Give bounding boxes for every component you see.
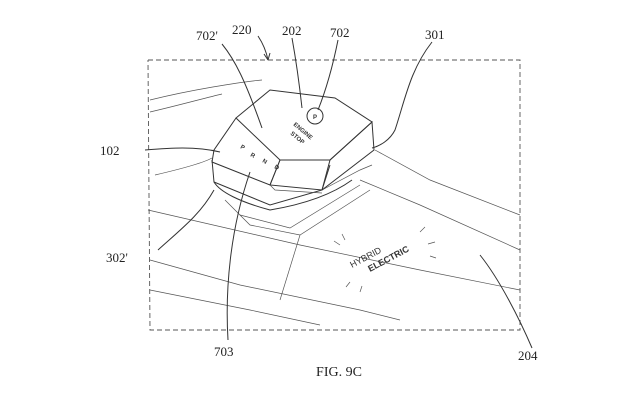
ref-202: 202 [282,23,302,38]
ref-220: 220 [232,22,252,37]
ref-702: 702 [330,25,350,40]
gear-n: N [261,158,268,165]
shift-knob-220[interactable] [211,89,375,194]
ref-703: 703 [214,344,234,359]
ref-102: 102 [100,143,120,158]
ref-302-prime: 302' [106,250,128,265]
knob-base [211,159,373,211]
figure-caption: FIG. 9C [316,365,362,380]
park-symbol: P [313,115,317,121]
dashed-frame [147,59,521,331]
ref-301: 301 [425,27,445,42]
console-surface [147,79,521,326]
gear-d: D [273,164,280,172]
gear-p: P [239,144,245,151]
gear-r: R [249,152,256,160]
ref-702-prime: 702' [196,28,218,43]
leader-lines [144,35,533,349]
engine-stop-button[interactable]: P [306,107,324,125]
mode-display-204: HYBRID ELECTRIC [333,226,437,293]
ref-204: 204 [518,348,538,363]
gear-indicators: P R N D [239,144,280,172]
